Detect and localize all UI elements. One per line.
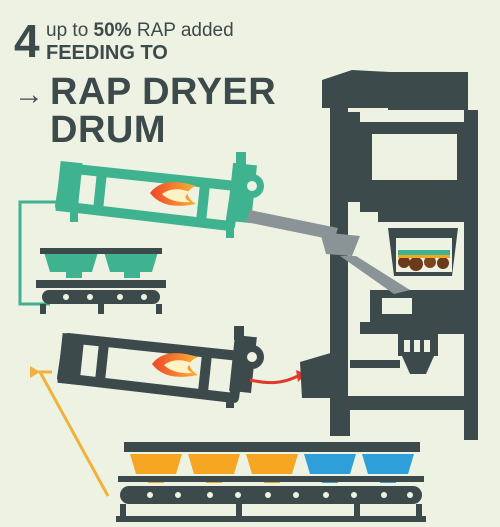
virgin-drum-endcap xyxy=(57,332,85,386)
flame-icon xyxy=(152,353,198,377)
bin-leg xyxy=(354,504,360,518)
bin-gate xyxy=(124,272,140,278)
discharge-slot xyxy=(414,340,420,352)
discharge-cone xyxy=(402,356,434,374)
tower-cross-beam xyxy=(350,360,400,368)
mixer-frame xyxy=(378,212,464,222)
cold-feed-bin xyxy=(188,454,240,474)
title-rap-dryer: RAP DRYER xyxy=(50,71,277,113)
bin-lid xyxy=(40,248,102,254)
rap-drum-inner xyxy=(78,180,224,216)
tower-screen-window xyxy=(372,134,457,180)
aggregate-ball xyxy=(437,257,449,269)
bin-frame xyxy=(36,280,166,288)
bin-leg xyxy=(40,304,46,314)
virgin-burner-hub xyxy=(247,352,257,362)
tower-leg-right xyxy=(464,410,478,440)
title-drum: DRUM xyxy=(50,109,166,151)
cold-feed-bin xyxy=(362,454,414,474)
step-number: 4 xyxy=(14,15,40,67)
bin-lid xyxy=(124,442,420,452)
cold-feed-bin xyxy=(130,454,182,474)
bin-lid xyxy=(100,248,162,254)
rap-burner-pipe xyxy=(236,152,246,168)
cold-feed-bin xyxy=(104,252,158,272)
rap-dryer-drum xyxy=(55,152,264,238)
rap-support xyxy=(70,210,78,222)
aggregate-ball xyxy=(398,256,410,268)
feeding-to-label: FEEDING TO xyxy=(46,42,168,64)
bin-leg xyxy=(98,304,104,314)
bin-leg xyxy=(120,504,126,518)
bin-base xyxy=(116,516,426,522)
elevator-boot xyxy=(300,352,338,398)
mix-orange-layer xyxy=(398,255,450,258)
bin-gate xyxy=(66,272,82,278)
tower-top-hood xyxy=(322,70,390,108)
tower-floor xyxy=(360,322,478,334)
rap-discharge-chute xyxy=(246,210,410,294)
tower-lower-window xyxy=(382,298,412,314)
mix-green-layer xyxy=(398,250,450,255)
discharge-slot xyxy=(404,340,410,352)
aggregate-ball xyxy=(424,256,436,268)
tower-bottom-beam xyxy=(330,396,478,410)
header-arrow-icon: → xyxy=(14,78,44,111)
cold-feed-bin xyxy=(44,252,98,272)
cold-feed-bin xyxy=(304,454,356,474)
aggregate-ball xyxy=(409,257,423,271)
rap-cold-feed-bins xyxy=(36,248,166,314)
virgin-cold-feed-bins xyxy=(116,442,426,522)
bin-conveyor xyxy=(42,290,160,304)
flame-icon xyxy=(150,182,196,206)
discharge-slot xyxy=(424,340,430,352)
rap-feed-line xyxy=(18,196,68,306)
virgin-dryer-drum xyxy=(57,326,264,408)
bin-leg xyxy=(156,304,162,314)
tower-right-column xyxy=(464,110,478,410)
rap-drum-ring xyxy=(195,181,211,225)
cold-feed-bin xyxy=(246,454,298,474)
rap-note-suffix: RAP added xyxy=(131,20,234,41)
rap-drum-ring xyxy=(92,169,108,213)
hot-aggregate-transfer-arrow xyxy=(249,370,306,385)
virgin-feed-line xyxy=(30,366,110,497)
virgin-drum-inner xyxy=(80,350,228,388)
rap-note-prefix: up to xyxy=(46,20,94,41)
rap-support xyxy=(226,226,234,238)
bin-frame xyxy=(118,476,424,482)
rap-burner-hub xyxy=(247,181,257,191)
virgin-burner-pipe xyxy=(234,326,244,340)
rap-percent-value: 50% xyxy=(93,20,132,41)
tower-leg-left xyxy=(338,410,350,436)
tower-top-box xyxy=(388,72,468,110)
tower-upper-shelf xyxy=(360,192,475,212)
rap-percentage-note: up to 50% RAP added xyxy=(46,21,234,41)
bin-leg xyxy=(236,504,242,518)
virgin-drum-ring xyxy=(197,351,213,395)
bin-leg xyxy=(416,504,422,518)
virgin-support xyxy=(226,396,234,408)
virgin-drum-ring xyxy=(94,340,110,384)
